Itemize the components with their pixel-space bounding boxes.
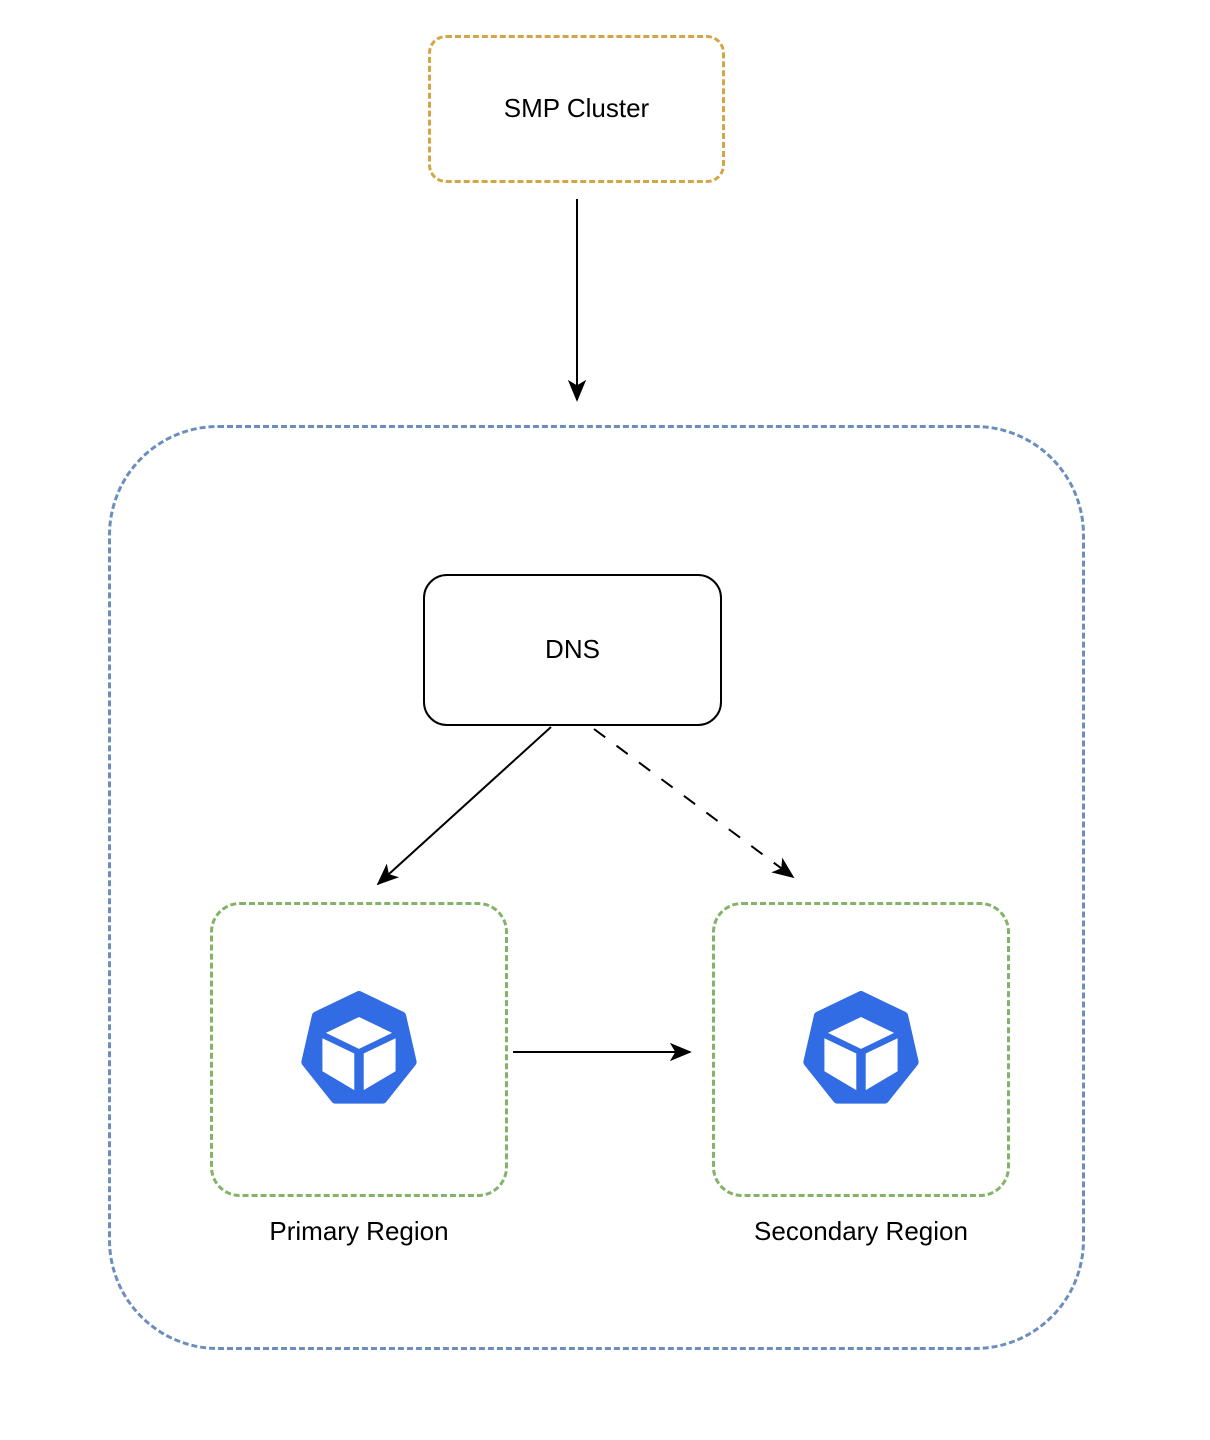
primary-region-label: Primary Region bbox=[269, 1216, 449, 1246]
node-primary-region[interactable] bbox=[210, 902, 508, 1197]
node-smp-cluster[interactable]: SMP Cluster bbox=[428, 35, 725, 183]
smp-cluster-label: SMP Cluster bbox=[503, 93, 650, 124]
kubernetes-node-cube-icon bbox=[301, 990, 417, 1104]
container-dns-zone[interactable] bbox=[108, 425, 1085, 1350]
kubernetes-node-cube-icon bbox=[803, 990, 919, 1104]
secondary-region-label: Secondary Region bbox=[754, 1216, 968, 1246]
dns-label: DNS bbox=[545, 634, 600, 665]
node-secondary-region[interactable] bbox=[712, 902, 1010, 1197]
node-dns[interactable]: DNS bbox=[423, 574, 722, 726]
